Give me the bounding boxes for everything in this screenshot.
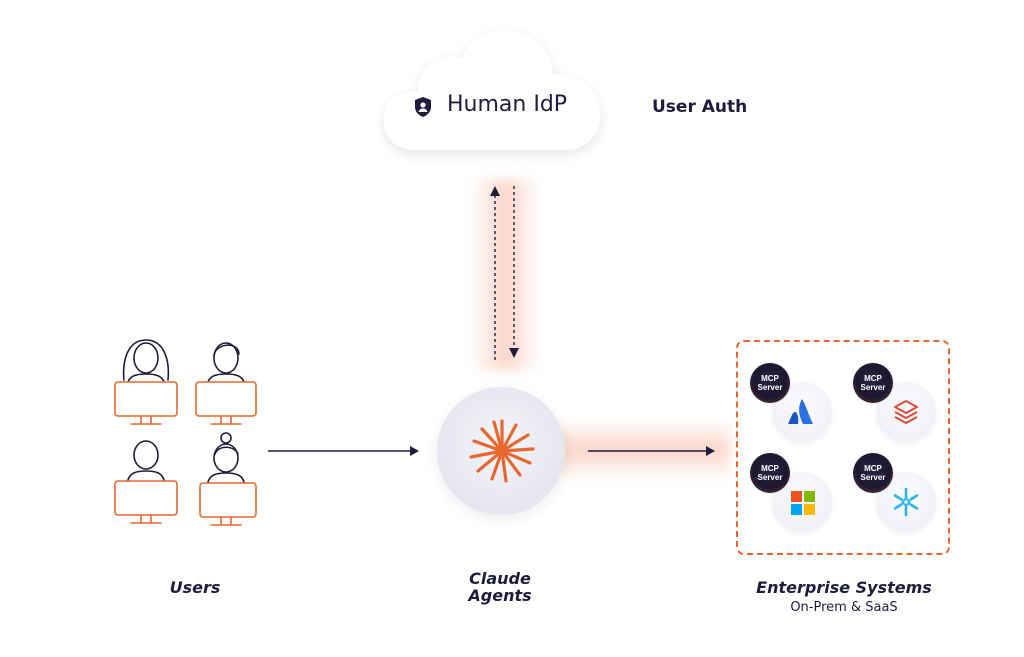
idp-cloud bbox=[383, 30, 601, 151]
auth-arrows bbox=[490, 186, 519, 360]
enterprise-systems-title: Enterprise Systems bbox=[756, 578, 932, 597]
idp-label: Human IdP bbox=[447, 92, 568, 117]
systems-glow-band bbox=[540, 420, 730, 480]
enterprise-systems-box bbox=[736, 340, 950, 555]
user-2 bbox=[195, 342, 257, 425]
mcp-server-badge-1: MCP Server bbox=[750, 363, 790, 403]
databricks-icon bbox=[894, 400, 918, 424]
mcp-server-badge-2: MCP Server bbox=[853, 363, 893, 403]
auth-glow-band bbox=[470, 180, 540, 370]
user-3 bbox=[114, 440, 178, 524]
user-auth-label: User Auth bbox=[652, 97, 748, 117]
user-4 bbox=[199, 432, 257, 526]
mcp-server-badge-3: MCP Server bbox=[750, 453, 790, 493]
users-to-agents-arrow bbox=[268, 446, 419, 456]
users-label: Users bbox=[169, 578, 221, 597]
mcp-server-badge-4: MCP Server bbox=[853, 453, 893, 493]
snowflake-icon bbox=[893, 487, 919, 517]
users-illustration bbox=[114, 339, 257, 526]
user-1 bbox=[114, 339, 178, 425]
enterprise-systems-subtitle: On-Prem & SaaS bbox=[790, 600, 898, 615]
shield-user-icon bbox=[415, 97, 431, 117]
claude-starburst-icon bbox=[469, 419, 535, 483]
agents-to-systems-arrow bbox=[588, 446, 715, 456]
claude-agents-label-line2: Agents bbox=[468, 586, 532, 605]
claude-agents-label-line1: Claude bbox=[469, 569, 531, 588]
microsoft-icon bbox=[791, 491, 815, 515]
claude-agents-label: Claude Agents bbox=[450, 570, 550, 604]
atlassian-icon bbox=[788, 399, 813, 424]
